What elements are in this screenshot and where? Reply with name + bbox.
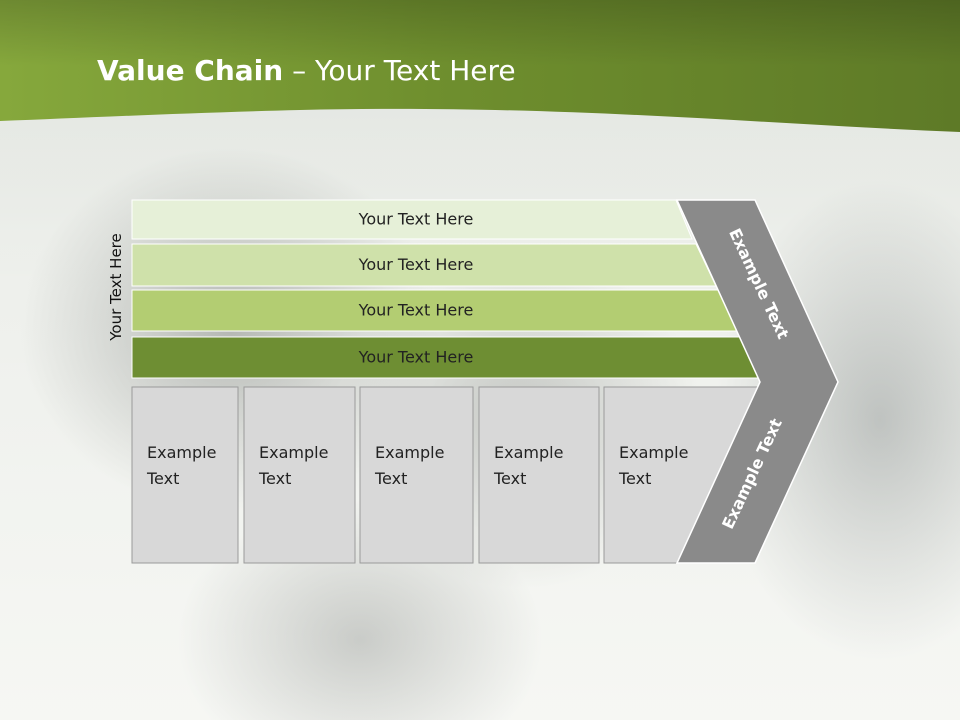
support-row-bar — [131, 199, 693, 240]
reflection-label-line2: Text — [258, 638, 291, 657]
primary-activity-box — [359, 386, 474, 564]
primary-activity-label-line1: Example — [619, 443, 688, 462]
reflection-label-line2: Text — [618, 638, 651, 657]
reflection-label-line1: Example — [494, 664, 563, 683]
primary-activity-label-line2: Text — [258, 469, 291, 488]
primary-activity-label-line1: Example — [259, 443, 328, 462]
header-band — [0, 0, 960, 132]
title-rest: – Your Text Here — [283, 54, 516, 87]
reflection-label-line2: Text — [146, 638, 179, 657]
primary-activity-box — [478, 386, 600, 564]
primary-activity-label-line2: Text — [618, 469, 651, 488]
slide-title: Value Chain – Your Text Here — [97, 54, 516, 87]
reflection-label-line1: Example — [375, 664, 444, 683]
primary-activity-label-line1: Example — [494, 443, 563, 462]
title-bold: Value Chain — [97, 54, 284, 87]
support-row-label: Your Text Here — [358, 348, 474, 367]
reflection-label-line2: Text — [493, 638, 526, 657]
primary-activity-label-line2: Text — [493, 469, 526, 488]
primary-activity-label-line1: Example — [375, 443, 444, 462]
primary-activity-box — [243, 386, 356, 564]
reflection-label-line1: Example — [147, 664, 216, 683]
support-row-label: Your Text Here — [358, 301, 474, 320]
support-row-label: Your Text Here — [358, 255, 474, 274]
primary-activity-label-line2: Text — [146, 469, 179, 488]
primary-activity-label-line1: Example — [147, 443, 216, 462]
reflection-label-line2: Text — [374, 638, 407, 657]
support-row-label: Your Text Here — [358, 210, 474, 229]
primary-activity-label-line2: Text — [374, 469, 407, 488]
reflection-label-line1: Example — [619, 664, 688, 683]
reflection-label-line1: Example — [259, 664, 328, 683]
chevron-arrow — [675, 199, 839, 564]
primary-activity-box — [131, 386, 239, 564]
